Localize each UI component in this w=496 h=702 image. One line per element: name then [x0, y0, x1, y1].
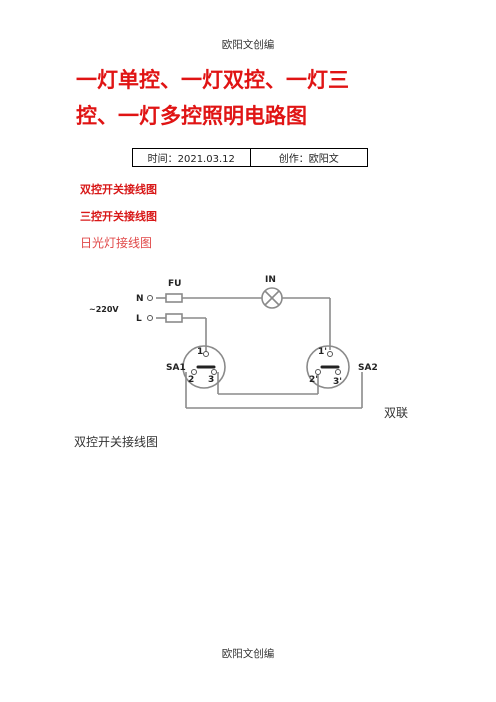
- page-footer: 欧阳文创编: [221, 648, 275, 660]
- lamp-cross-b: [264, 290, 280, 306]
- label-sa2-3: 3': [333, 377, 342, 387]
- sa2-terminal-2: [315, 369, 321, 375]
- title-line-1: 一灯单控、一灯双控、一灯三: [76, 68, 349, 92]
- label-lamp: IN: [265, 275, 276, 285]
- diagram-background: [84, 268, 390, 414]
- meta-author: 创作：欧阳文: [249, 149, 368, 166]
- sa2-terminal-1: [327, 351, 333, 357]
- label-fu: FU: [168, 279, 181, 289]
- label-sa2: SA2: [358, 363, 378, 373]
- sa1-terminal-3: [211, 369, 217, 375]
- sa2-terminal-3: [335, 369, 341, 375]
- label-n: N: [136, 294, 144, 304]
- meta-time: 时间：2021.03.12: [147, 154, 235, 165]
- label-sa2-1: 1': [318, 347, 327, 357]
- label-sa1: SA1: [166, 363, 186, 373]
- label-l: L: [136, 314, 142, 324]
- wiring-diagram: FU IN ~220V N L SA1 SA2 1 2 3 1' 2' 3': [84, 268, 390, 414]
- sa1-terminal-2: [191, 369, 197, 375]
- title-line-2: 控、一灯多控照明电路图: [76, 104, 307, 128]
- label-sa1-1: 1: [197, 347, 203, 357]
- terminal-l: [147, 315, 153, 321]
- label-sa1-2: 2: [188, 375, 194, 385]
- page-header: 欧阳文创编: [221, 39, 275, 51]
- terminal-n: [147, 295, 153, 301]
- subtitle-fluorescent: 日光灯接线图: [80, 236, 153, 250]
- caption-left: 双控开关接线图: [74, 435, 159, 449]
- meta-table: 时间：2021.03.12 创作：欧阳文: [132, 148, 368, 167]
- document-title: 一灯单控、一灯双控、一灯三 控、一灯多控照明电路图: [76, 62, 406, 134]
- switch-sa2: [306, 345, 350, 389]
- label-voltage: ~220V: [89, 305, 119, 314]
- link-triple-control[interactable]: 三控开关接线图: [80, 210, 157, 223]
- link-double-control[interactable]: 双控开关接线图: [80, 183, 157, 196]
- sa1-terminal-1: [203, 351, 209, 357]
- caption-right: 双联: [384, 406, 409, 420]
- switch-sa1: [182, 345, 226, 389]
- label-sa2-2: 2': [309, 375, 318, 385]
- label-sa1-3: 3: [208, 375, 214, 385]
